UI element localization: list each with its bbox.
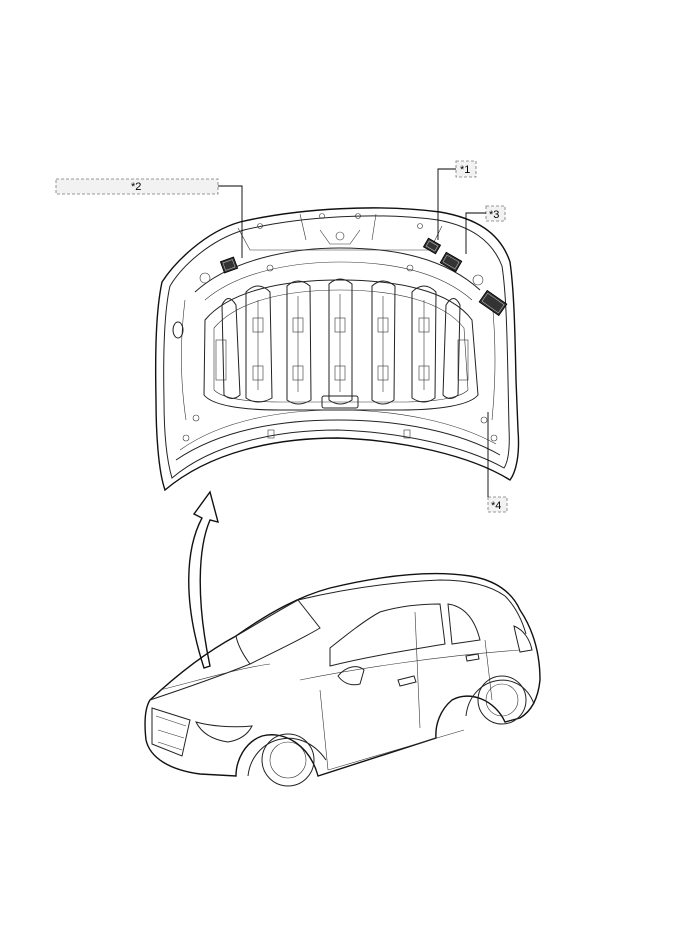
label-4 bbox=[478, 289, 508, 317]
label-3 bbox=[439, 251, 463, 273]
callout-2-leader bbox=[218, 185, 243, 258]
callout-2-text: *2 bbox=[131, 181, 141, 193]
callout-3-leader bbox=[465, 212, 486, 254]
callout-1-text: *1 bbox=[460, 164, 470, 176]
hood-labels bbox=[219, 237, 508, 317]
callouts: *1 *2 *3 *4 bbox=[55, 160, 508, 513]
hood-ribs bbox=[215, 278, 469, 405]
callout-3-box bbox=[485, 205, 506, 222]
callout-4-text: *4 bbox=[491, 500, 501, 512]
car-outline bbox=[144, 572, 541, 787]
callout-3-text: *3 bbox=[489, 209, 499, 221]
callout-1-box bbox=[455, 160, 477, 178]
callout-4-box bbox=[487, 496, 508, 513]
label-1 bbox=[422, 237, 442, 255]
lift-arrow bbox=[188, 490, 219, 669]
callout-1-leader bbox=[437, 168, 456, 240]
hood-underside bbox=[154, 207, 520, 492]
callout-2-box bbox=[55, 178, 219, 195]
label-2 bbox=[219, 256, 239, 274]
